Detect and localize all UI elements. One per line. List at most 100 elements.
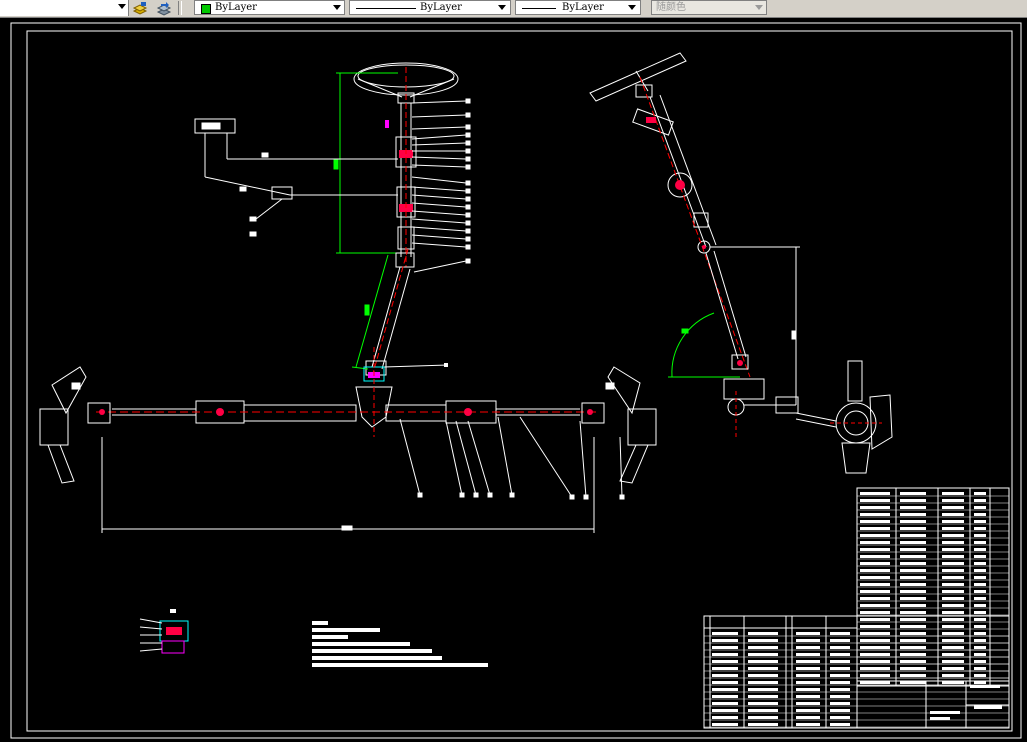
table-cell bbox=[942, 646, 964, 649]
table-cell bbox=[942, 660, 964, 663]
table-cell bbox=[712, 639, 738, 642]
table-cell bbox=[974, 499, 986, 502]
table-cell bbox=[900, 513, 926, 516]
table-cell bbox=[900, 646, 926, 649]
table-cell bbox=[860, 667, 890, 670]
table-cell bbox=[900, 541, 926, 544]
table-cell bbox=[860, 646, 890, 649]
table-cell bbox=[974, 513, 986, 516]
table-cell bbox=[830, 639, 850, 642]
table-cell bbox=[942, 590, 964, 593]
table-cell bbox=[974, 541, 986, 544]
properties-toolbar: ByLayer ByLayer ByLayer 随颜色 bbox=[0, 0, 1027, 18]
chevron-down-icon[interactable] bbox=[333, 5, 341, 10]
table-cell bbox=[942, 492, 964, 495]
linetype-control[interactable]: ByLayer bbox=[349, 0, 511, 15]
table-cell bbox=[974, 548, 986, 551]
table-cell bbox=[860, 527, 890, 530]
table-cell bbox=[900, 576, 926, 579]
table-cell bbox=[974, 674, 986, 677]
shaft-angle-dimension bbox=[351, 254, 389, 370]
table-cell bbox=[830, 716, 850, 719]
table-cell bbox=[748, 688, 778, 691]
table-cell bbox=[860, 562, 890, 565]
steering-wheel-side-view bbox=[589, 52, 687, 102]
table-cell bbox=[748, 716, 778, 719]
table-cell bbox=[900, 548, 926, 551]
table-cell bbox=[900, 492, 926, 495]
plotstyle-control: 随颜色 bbox=[651, 0, 767, 15]
table-cell bbox=[860, 632, 890, 635]
chevron-down-icon[interactable] bbox=[628, 5, 636, 10]
table-cell bbox=[900, 583, 926, 586]
table-cell bbox=[796, 667, 820, 670]
parts-list-rows-lower bbox=[704, 632, 1009, 728]
layer-states-icon[interactable] bbox=[132, 1, 148, 15]
table-cell bbox=[748, 723, 778, 726]
table-cell bbox=[900, 674, 926, 677]
drawing-canvas[interactable] bbox=[0, 17, 1027, 742]
table-cell bbox=[860, 653, 890, 656]
table-cell bbox=[900, 667, 926, 670]
chevron-down-icon[interactable] bbox=[498, 5, 506, 10]
table-cell bbox=[712, 681, 738, 684]
table-cell bbox=[860, 660, 890, 663]
table-cell bbox=[942, 639, 964, 642]
table-cell bbox=[974, 667, 986, 670]
table-cell bbox=[860, 681, 890, 684]
table-cell bbox=[796, 632, 820, 635]
plotstyle-value: 随颜色 bbox=[656, 2, 686, 13]
table-cell bbox=[974, 590, 986, 593]
color-control[interactable]: ByLayer bbox=[194, 0, 345, 15]
table-cell bbox=[712, 653, 738, 656]
table-cell bbox=[942, 520, 964, 523]
balloon-leaders-rack bbox=[399, 416, 625, 500]
table-cell bbox=[748, 702, 778, 705]
lineweight-control[interactable]: ByLayer bbox=[515, 0, 641, 15]
table-cell bbox=[974, 611, 986, 614]
left-steering-knuckle bbox=[39, 366, 111, 484]
table-cell bbox=[900, 660, 926, 663]
table-cell bbox=[748, 660, 778, 663]
table-cell bbox=[974, 506, 986, 509]
table-cell bbox=[796, 723, 820, 726]
table-cell bbox=[860, 576, 890, 579]
control-box-schematic bbox=[194, 118, 398, 237]
table-cell bbox=[900, 506, 926, 509]
layer-previous-icon[interactable] bbox=[156, 1, 172, 16]
table-cell bbox=[830, 653, 850, 656]
layer-control-dropdown[interactable] bbox=[0, 0, 129, 16]
table-cell bbox=[748, 667, 778, 670]
table-cell bbox=[748, 681, 778, 684]
side-height-dimension bbox=[710, 246, 800, 405]
color-value: ByLayer bbox=[215, 2, 257, 13]
balloon-leaders-column bbox=[411, 98, 471, 273]
table-cell bbox=[860, 583, 890, 586]
table-cell bbox=[900, 555, 926, 558]
table-cell bbox=[860, 590, 890, 593]
table-cell bbox=[830, 709, 850, 712]
table-cell bbox=[900, 681, 926, 684]
side-gear-and-tie-rod bbox=[723, 378, 837, 437]
table-cell bbox=[860, 611, 890, 614]
table-cell bbox=[796, 702, 820, 705]
column-red-parts bbox=[385, 120, 413, 212]
table-cell bbox=[796, 674, 820, 677]
table-cell bbox=[796, 709, 820, 712]
table-cell bbox=[830, 695, 850, 698]
steering-gear-pinion bbox=[355, 347, 393, 437]
table-cell bbox=[942, 597, 964, 600]
table-cell bbox=[942, 576, 964, 579]
table-cell bbox=[748, 695, 778, 698]
parts-list-rows-upper bbox=[857, 492, 1009, 686]
side-red-parts bbox=[646, 117, 743, 366]
side-intermediate-shaft bbox=[705, 250, 749, 370]
table-cell bbox=[860, 548, 890, 551]
chevron-down-icon[interactable] bbox=[118, 4, 126, 9]
balloon-marker bbox=[444, 363, 448, 367]
table-cell bbox=[974, 639, 986, 642]
table-cell bbox=[860, 625, 890, 628]
right-steering-knuckle bbox=[581, 366, 657, 484]
leader-line bbox=[383, 364, 449, 368]
table-cell bbox=[974, 681, 986, 684]
